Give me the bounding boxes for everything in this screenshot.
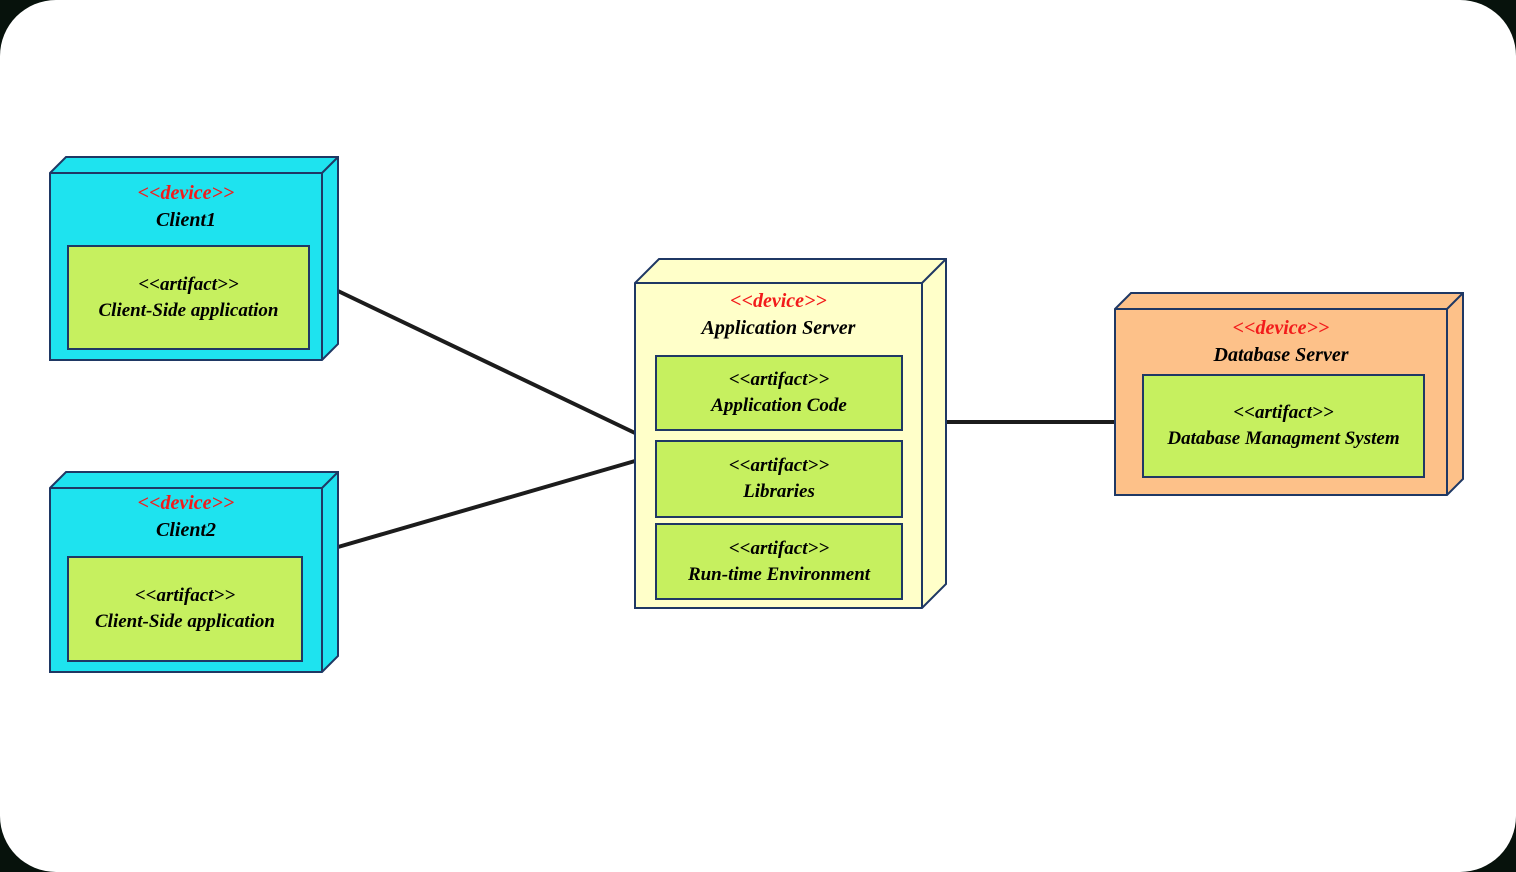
client2-artifact-stereotype: <<artifact>>: [134, 585, 236, 606]
node-application-server-bevel-edges: [635, 258, 947, 608]
node-client1-bevel-edges: [50, 156, 339, 360]
node-client2-bevel-edges: [50, 471, 339, 672]
run-time-environment-name: Run-time Environment: [687, 563, 871, 585]
node-database-server-bevel-edges: [1115, 292, 1464, 495]
connector-client2-application-server: [336, 459, 637, 549]
artifact-client2-client-side-application: <<artifact>> Client-Side application: [67, 556, 303, 662]
artifact-libraries: <<artifact>> Libraries: [655, 440, 903, 518]
database-management-system-name: Database Managment System: [1167, 428, 1400, 449]
application-code-name: Application Code: [711, 395, 847, 416]
client2-artifact-name: Client-Side application: [95, 611, 275, 632]
client1-artifact-name: Client-Side application: [98, 299, 279, 321]
artifact-run-time-environment: <<artifact>> Run-time Environment: [655, 523, 903, 600]
client1-artifact-stereotype: <<artifact>>: [138, 273, 239, 295]
artifact-application-code: <<artifact>> Application Code: [655, 355, 903, 431]
libraries-name: Libraries: [743, 481, 815, 502]
connector-client1-application-server: [336, 289, 637, 435]
libraries-stereotype: <<artifact>>: [728, 455, 830, 476]
artifact-database-management-system: <<artifact>> Database Managment System: [1142, 374, 1425, 478]
database-management-system-stereotype: <<artifact>>: [1233, 402, 1334, 423]
node-application-server-shape: [634, 258, 947, 609]
artifact-client1-client-side-application: <<artifact>> Client-Side application: [67, 245, 310, 350]
run-time-environment-stereotype: <<artifact>>: [728, 537, 830, 559]
application-code-stereotype: <<artifact>>: [728, 369, 830, 390]
